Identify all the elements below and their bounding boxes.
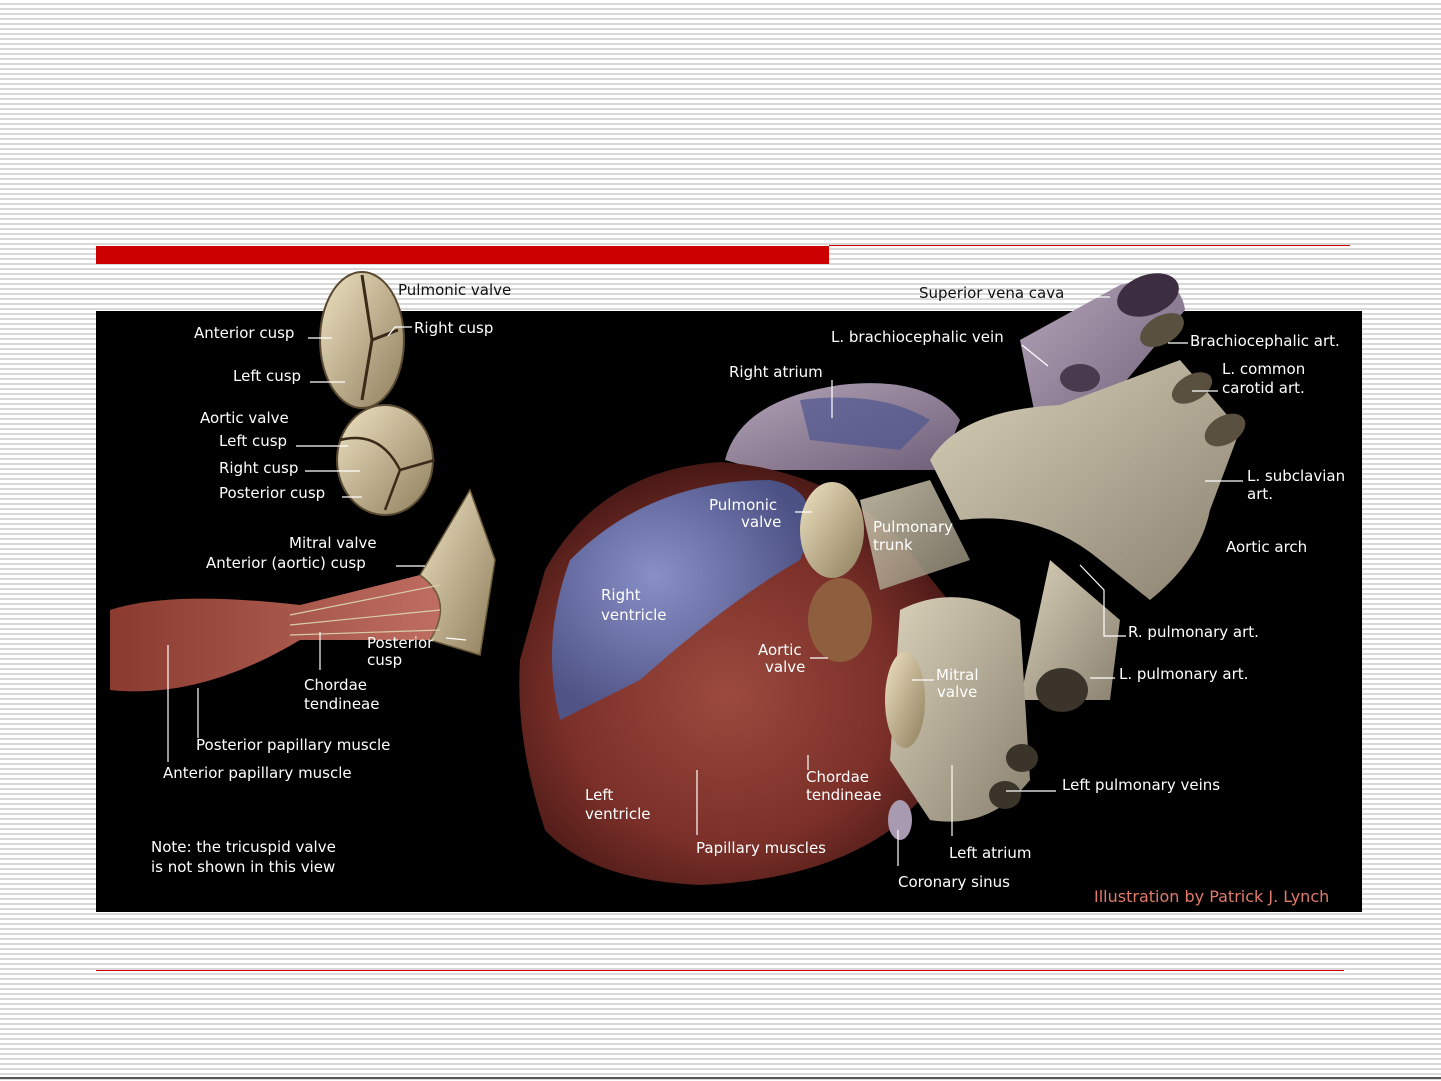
label-superior-vena-cava: Superior vena cava	[919, 284, 1064, 302]
label-posterior-cusp: Posterior cusp	[219, 484, 325, 502]
label-aortic-valve-2-1: Aortic	[758, 641, 802, 659]
label-right-ventricle-1: Right	[601, 586, 641, 604]
label-left-cusp-aortic: Left cusp	[219, 432, 287, 450]
footer-rule	[0, 1077, 1441, 1079]
label-l-brachiocephalic-vein: L. brachiocephalic vein	[831, 328, 1004, 346]
mitral-valve-drawing	[110, 488, 496, 692]
label-pulmonic-valve-2-1: Pulmonic	[709, 496, 777, 514]
aortic-valve-drawing	[336, 404, 436, 516]
label-mitral-valve-title: Mitral valve	[289, 534, 377, 552]
label-coronary-sinus: Coronary sinus	[898, 873, 1010, 891]
label-mitral-valve-2-1: Mitral	[936, 666, 979, 684]
label-right-atrium: Right atrium	[729, 363, 823, 381]
label-note-2: is not shown in this view	[151, 858, 335, 876]
label-aortic-valve-title: Aortic valve	[200, 409, 289, 427]
label-chordae-r-1: Chordae	[806, 768, 869, 786]
label-left-cusp-pulm: Left cusp	[233, 367, 301, 385]
label-l-common-2: carotid art.	[1222, 379, 1305, 397]
labels: Pulmonic valve Anterior cusp Right cusp …	[151, 281, 1345, 906]
title-accent-bar	[96, 246, 829, 264]
label-r-pulmonary-art: R. pulmonary art.	[1128, 623, 1259, 641]
label-left-ventricle-2: ventricle	[585, 805, 650, 823]
label-pulmonary-trunk-1: Pulmonary	[873, 518, 953, 536]
label-right-ventricle-2: ventricle	[601, 606, 666, 624]
leader-lines	[167, 296, 1243, 866]
label-brachiocephalic-art: Brachiocephalic art.	[1190, 332, 1340, 350]
label-posterior-papillary: Posterior papillary muscle	[196, 736, 390, 754]
bottom-rule	[96, 970, 1344, 971]
pulmonic-valve-drawing	[319, 271, 405, 409]
label-papillary-muscles: Papillary muscles	[696, 839, 826, 857]
label-mitral-valve-2-2: valve	[937, 683, 977, 701]
label-l-subclavian-1: L. subclavian	[1247, 467, 1345, 485]
label-right-cusp-pulm: Right cusp	[414, 319, 493, 337]
label-pulmonic-valve-top: Pulmonic valve	[398, 281, 511, 299]
label-left-pulmonary-veins: Left pulmonary veins	[1062, 776, 1220, 794]
label-chordae-2: tendineae	[304, 695, 379, 713]
label-anterior-papillary: Anterior papillary muscle	[163, 764, 352, 782]
label-l-pulmonary-art: L. pulmonary art.	[1119, 665, 1248, 683]
label-aortic-valve-2-2: valve	[765, 658, 805, 676]
label-credit: Illustration by Patrick J. Lynch	[1094, 887, 1329, 906]
label-left-ventricle-1: Left	[585, 786, 613, 804]
label-l-subclavian-2: art.	[1247, 485, 1273, 503]
label-aortic-arch: Aortic arch	[1226, 538, 1307, 556]
heart-drawing	[519, 273, 1246, 885]
label-chordae-1: Chordae	[304, 676, 367, 694]
label-pulmonic-valve-2-2: valve	[741, 513, 781, 531]
label-right-cusp-aortic: Right cusp	[219, 459, 298, 477]
label-chordae-r-2: tendineae	[806, 786, 881, 804]
label-note-1: Note: the tricuspid valve	[151, 838, 336, 856]
label-l-common-1: L. common	[1222, 360, 1305, 378]
label-posterior-cusp-mitral-1: Posterior	[367, 634, 434, 652]
label-anterior-cusp: Anterior cusp	[194, 324, 294, 342]
label-posterior-cusp-mitral-2: cusp	[367, 651, 402, 669]
label-pulmonary-trunk-2: trunk	[873, 536, 913, 554]
top-rule	[829, 245, 1350, 246]
label-anterior-aortic-cusp: Anterior (aortic) cusp	[206, 554, 366, 572]
label-left-atrium: Left atrium	[949, 844, 1032, 862]
